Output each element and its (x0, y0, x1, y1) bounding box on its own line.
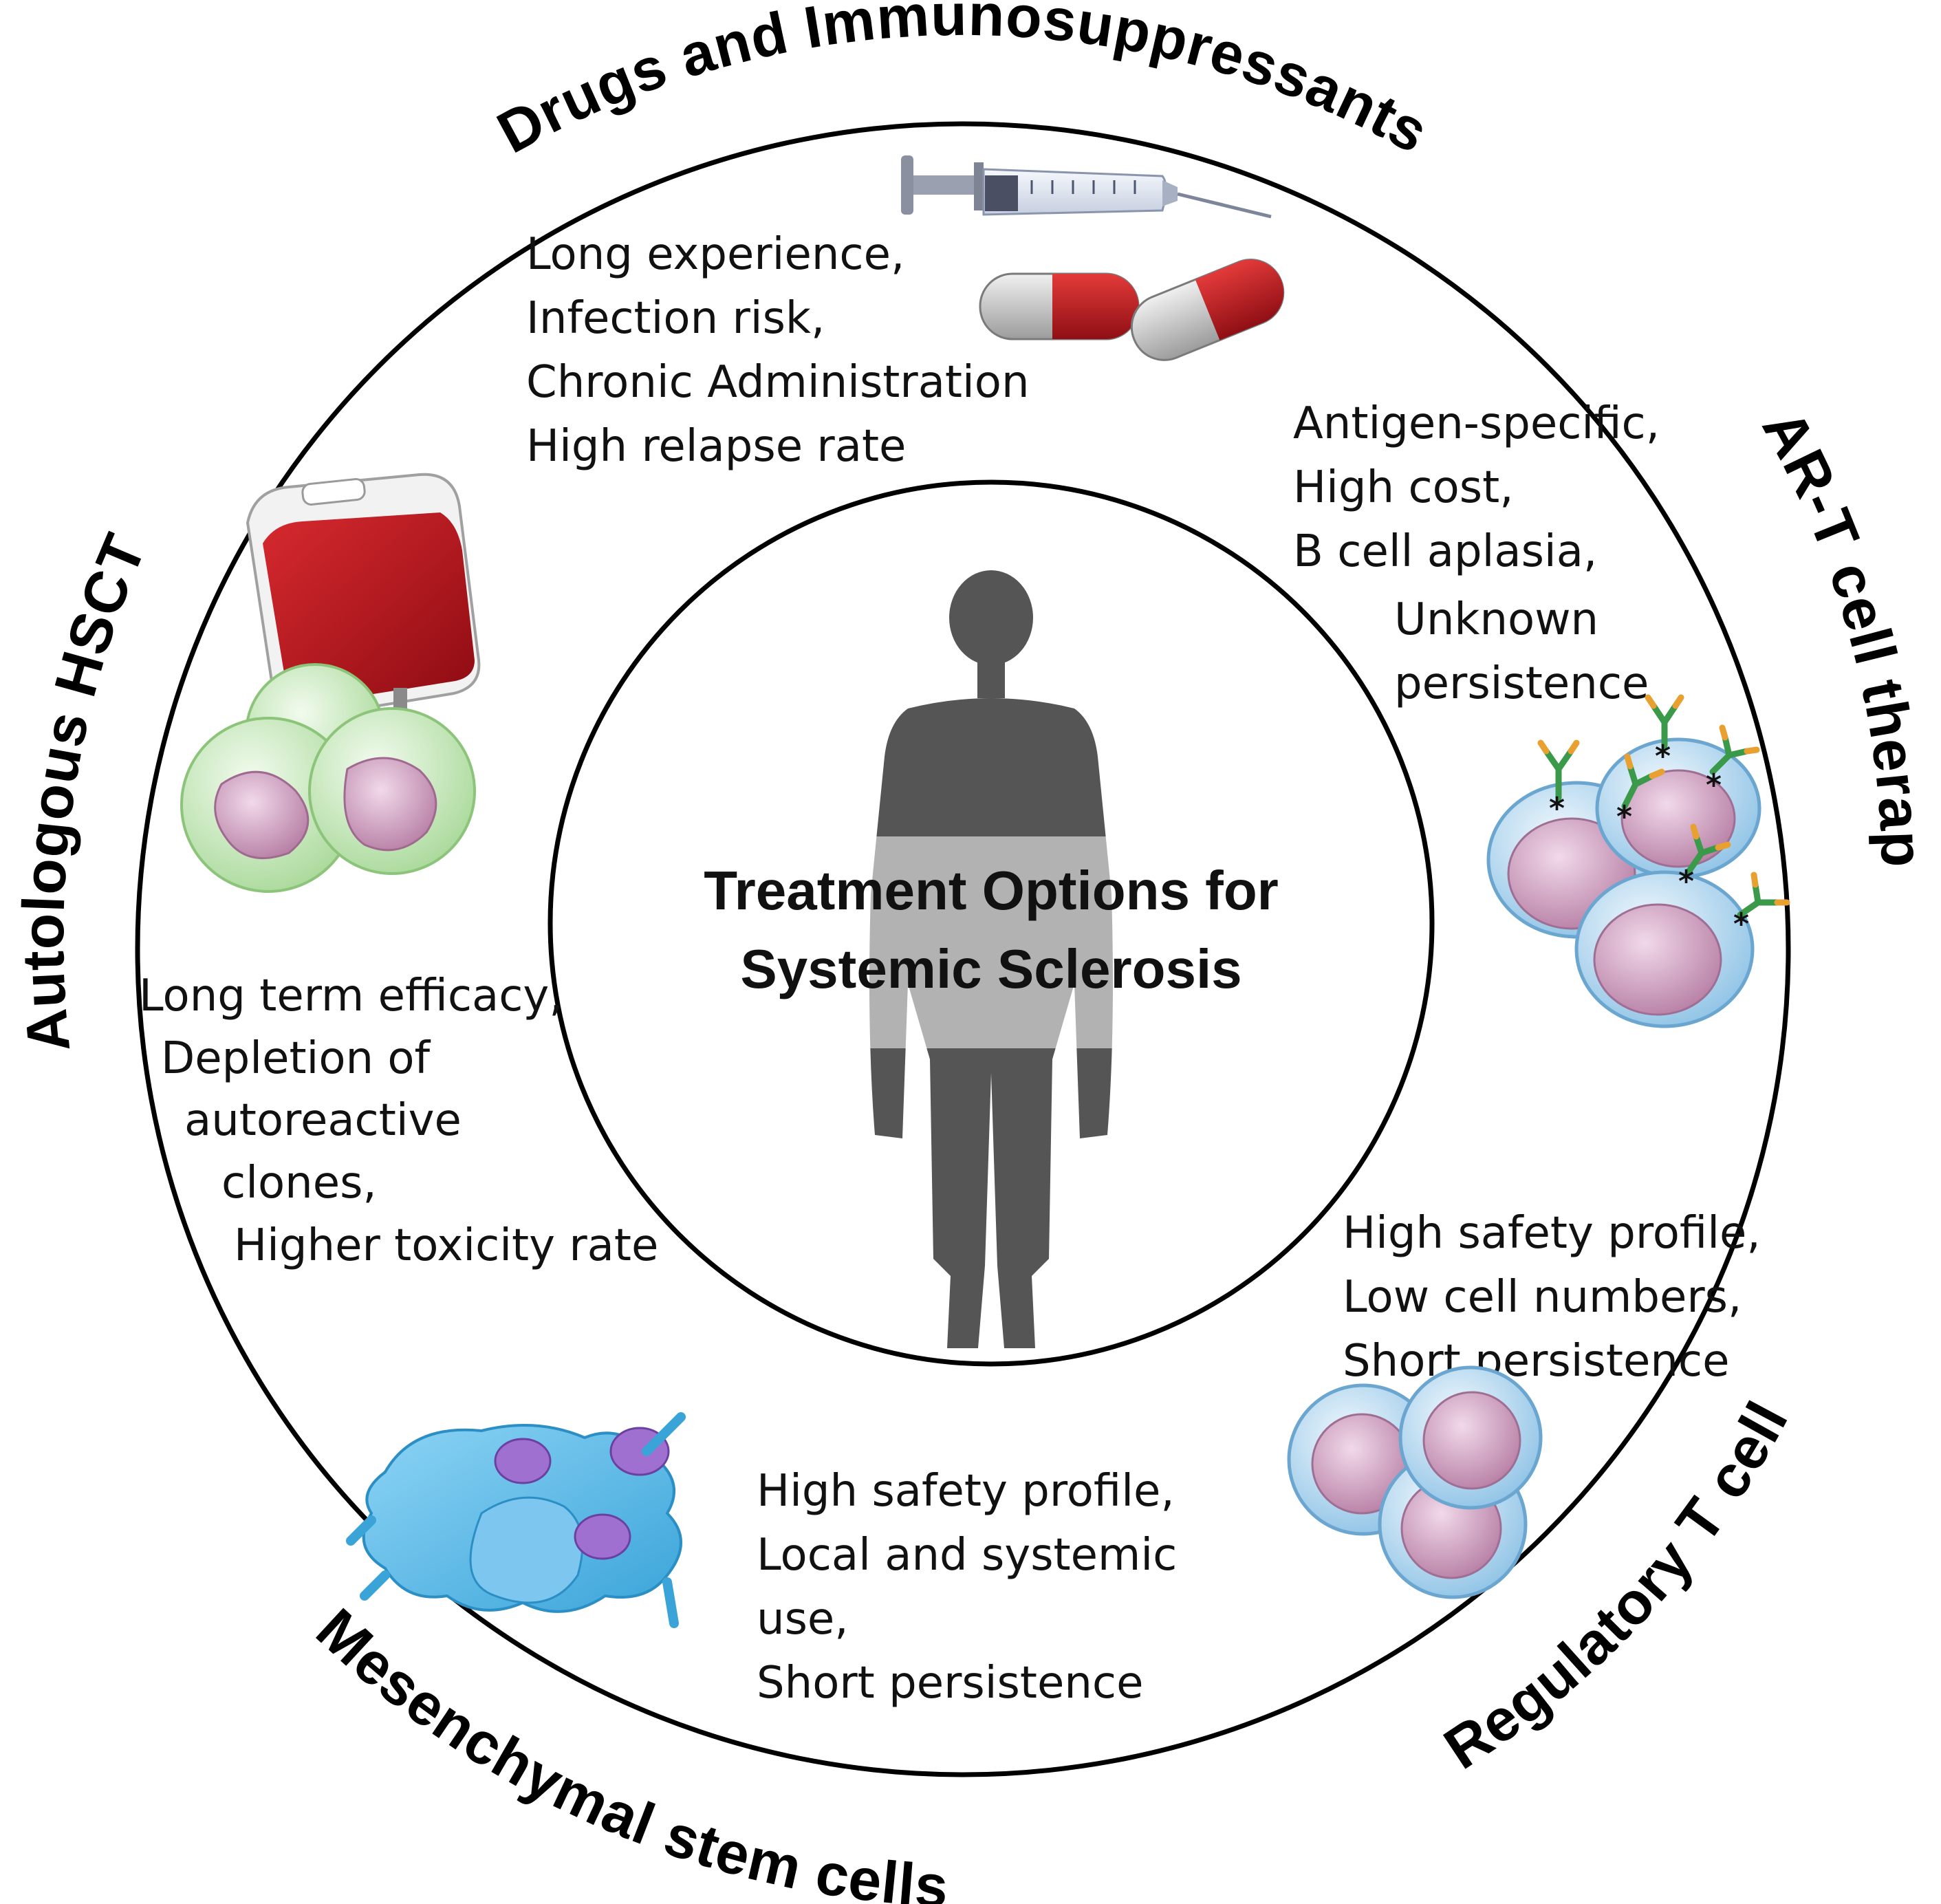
svg-text:*: * (1678, 864, 1694, 899)
treg-notes: High safety profile, Low cell numbers, S… (1343, 1208, 1761, 1387)
syringe-icon (901, 155, 1272, 219)
svg-text:*: * (1549, 791, 1565, 826)
drugs-note-3: Chronic Administration (526, 357, 1030, 408)
cart-note-5: persistence (1394, 658, 1649, 709)
msc-note-2: Local and systemic (757, 1530, 1177, 1581)
center-title-line-2: Systemic Sclerosis (740, 938, 1241, 999)
treg-note-2: Low cell numbers, (1343, 1272, 1742, 1323)
outer-ring (135, 121, 1791, 1777)
mesenchymal-cell-icon (346, 1412, 686, 1628)
svg-text:*: * (1706, 768, 1722, 803)
section-title-msc: Mesenchymal stem cells (304, 1597, 951, 1904)
drugs-note-1: Long experience, (526, 229, 904, 280)
msc-notes: High safety profile, Local and systemic … (757, 1466, 1177, 1709)
msc-note-3: use, (757, 1594, 849, 1645)
section-title-drugs: Drugs and Immunosuppressants (487, 0, 1439, 166)
section-title-msc-path: Mesenchymal stem cells (304, 1597, 950, 1904)
center-title-line-1: Treatment Options for (704, 860, 1279, 921)
treg-note-3: Short persistence (1343, 1336, 1729, 1387)
drugs-note-2: Infection risk, (526, 293, 825, 344)
stem-cell-icon (180, 663, 476, 893)
cart-note-1: Antigen-specific, (1293, 398, 1660, 449)
cart-note-4: Unknown (1394, 594, 1598, 645)
hsct-note-5: Higher toxicity rate (234, 1220, 658, 1271)
treg-note-1: High safety profile, (1343, 1208, 1761, 1259)
car-t-cell-icon: * * * * * * (1486, 694, 1790, 1028)
drugs-notes: Long experience, Infection risk, Chronic… (526, 229, 1030, 472)
svg-text:*: * (1733, 907, 1749, 942)
svg-text:*: * (1616, 799, 1632, 834)
capsule-icon (979, 259, 1285, 361)
center-title-band (609, 836, 1374, 1048)
svg-text:*: * (1655, 739, 1671, 774)
blood-bag-icon (246, 473, 481, 722)
cart-note-2: High cost, (1293, 462, 1514, 513)
hsct-note-3: autoreactive (184, 1095, 462, 1146)
drugs-note-4: High relapse rate (526, 421, 906, 472)
msc-note-1: High safety profile, (757, 1466, 1175, 1517)
hsct-note-2: Depletion of (161, 1033, 431, 1084)
hsct-note-4: clones, (221, 1158, 377, 1209)
cart-note-3: B cell aplasia, (1293, 526, 1597, 577)
msc-note-4: Short persistence (757, 1658, 1143, 1709)
cart-notes: Antigen-specific, High cost, B cell apla… (1293, 398, 1660, 709)
hsct-notes: Long term efficacy, Depletion of autorea… (139, 971, 658, 1271)
section-title-drugs-path: Drugs and Immunosuppressants (487, 0, 1438, 166)
hsct-note-1: Long term efficacy, (139, 971, 563, 1021)
regulatory-t-cell-icon (1287, 1365, 1543, 1599)
